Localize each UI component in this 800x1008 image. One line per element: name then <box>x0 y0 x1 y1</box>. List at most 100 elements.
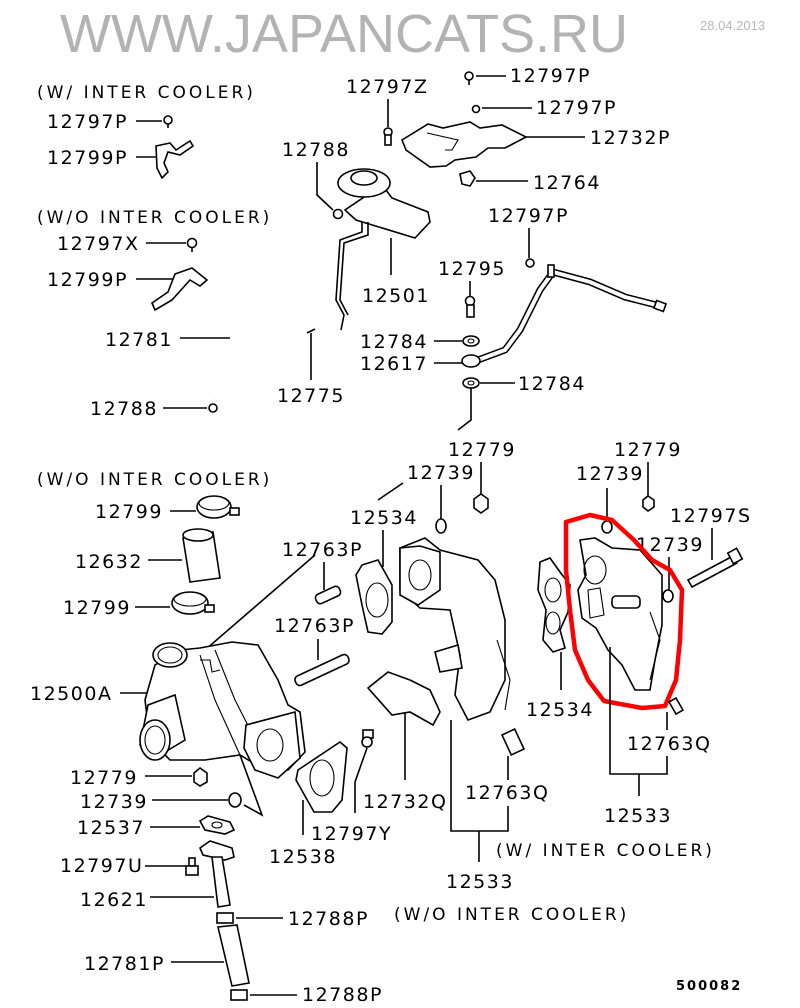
exhaust-fitting-12533-with-ic <box>577 537 663 691</box>
banjo-12617-icon <box>461 354 481 368</box>
clip-12788P-a-icon <box>216 912 234 924</box>
label-12784-a[interactable]: 12784 <box>360 331 428 353</box>
clip-12788-icon <box>208 403 218 413</box>
nut-12779-a-icon <box>473 493 489 514</box>
label-12799-b[interactable]: 12799 <box>63 597 131 619</box>
washer-12739-b-icon <box>601 520 613 534</box>
label-12534-b[interactable]: 12534 <box>526 699 594 721</box>
label-12763Q-b[interactable]: 12763Q <box>465 782 549 804</box>
label-12784-b[interactable]: 12784 <box>518 373 586 395</box>
label-12763P-a[interactable]: 12763P <box>282 539 363 561</box>
label-12795[interactable]: 12795 <box>438 258 506 280</box>
vacuum-solenoid-12501 <box>335 168 431 331</box>
label-12797P[interactable]: 12797P <box>47 111 128 133</box>
label-12788-b[interactable]: 12788 <box>90 398 158 420</box>
label-12797Y[interactable]: 12797Y <box>311 823 392 845</box>
gasket-12534-b <box>537 557 571 653</box>
note-without-intercooler-mid: (W/O INTER COOLER) <box>37 470 272 490</box>
nut-12779-c-icon <box>193 766 208 787</box>
label-12764[interactable]: 12764 <box>533 172 601 194</box>
label-12739-b[interactable]: 12739 <box>576 463 644 485</box>
label-12797S[interactable]: 12797S <box>670 505 752 527</box>
label-12781[interactable]: 12781 <box>105 329 173 351</box>
turbocharger-12500A <box>139 641 306 779</box>
watermark: WWW.JAPANCATS.RU <box>60 4 628 64</box>
washer-12784-a-icon <box>462 335 480 347</box>
label-12533-a[interactable]: 12533 <box>604 805 672 827</box>
label-12788-a[interactable]: 12788 <box>282 139 350 161</box>
label-12500A[interactable]: 12500A <box>30 683 112 705</box>
label-12732P[interactable]: 12732P <box>590 127 671 149</box>
label-12739-c[interactable]: 12739 <box>636 534 704 556</box>
label-12775[interactable]: 12775 <box>277 385 345 407</box>
bolt-12797X-icon <box>186 237 198 252</box>
label-12788P-b[interactable]: 12788P <box>302 984 383 1006</box>
bolt-12797Y-icon <box>361 729 374 748</box>
label-12538[interactable]: 12538 <box>269 846 337 868</box>
label-12537[interactable]: 12537 <box>77 817 145 839</box>
label-12739-a[interactable]: 12739 <box>407 462 475 484</box>
figure-code: 500082 <box>676 979 742 994</box>
gasket-12534-a <box>355 559 393 635</box>
label-12617[interactable]: 12617 <box>360 353 428 375</box>
bracket-12732P <box>401 121 528 168</box>
label-12799-a[interactable]: 12799 <box>95 501 163 523</box>
bracket-12799P-b-icon <box>151 267 209 312</box>
bolt-12797P-icon <box>163 115 173 128</box>
label-12763P-b[interactable]: 12763P <box>274 615 355 637</box>
stud-12763P-a-icon <box>314 585 342 605</box>
label-12788P-a[interactable]: 12788P <box>288 908 369 930</box>
exhaust-manifold-12533-wo-ic <box>399 537 511 721</box>
label-12797P-c[interactable]: 12797P <box>536 97 617 119</box>
label-12797P-b[interactable]: 12797P <box>510 65 591 87</box>
bolt-12797U-icon <box>185 857 199 876</box>
bolt-12797P-c-icon <box>471 104 481 114</box>
oil-return-pipe-12621 <box>199 840 235 908</box>
washer-12739-a-icon <box>435 518 447 534</box>
label-12779-c[interactable]: 12779 <box>70 767 138 789</box>
stud-12763P-b-icon <box>294 653 350 687</box>
bolt-12797P-d-icon <box>525 258 535 268</box>
bolt-12797P-b-icon <box>464 71 474 85</box>
stud-12763Q-b-icon <box>500 728 526 756</box>
hose-12632-icon <box>182 528 221 583</box>
label-12797P-d[interactable]: 12797P <box>488 205 569 227</box>
label-12797U[interactable]: 12797U <box>60 855 143 877</box>
date-stamp: 28.04.2013 <box>700 18 765 33</box>
label-12797Z[interactable]: 12797Z <box>346 76 428 98</box>
washer-12784-b-icon <box>462 377 480 389</box>
note-without-intercooler-top: (W/O INTER COOLER) <box>37 208 272 228</box>
label-12799P-b[interactable]: 12799P <box>47 269 128 291</box>
bolt-12797Z-icon <box>383 127 393 146</box>
label-12739-d[interactable]: 12739 <box>80 791 148 813</box>
heat-protector-12732Q <box>366 671 441 727</box>
label-12533-b[interactable]: 12533 <box>446 871 514 893</box>
bracket-12799P-icon <box>155 139 195 180</box>
label-12779-b[interactable]: 12779 <box>614 439 682 461</box>
note-with-intercooler-bottom: (W/ INTER COOLER) <box>496 841 715 861</box>
hose-clamp-12799-b-icon <box>171 591 215 615</box>
label-12632[interactable]: 12632 <box>75 551 143 573</box>
note-without-intercooler-bottom: (W/O INTER COOLER) <box>394 905 629 925</box>
label-12781P[interactable]: 12781P <box>84 953 165 975</box>
clip-12775-icon <box>306 328 316 334</box>
label-12799P[interactable]: 12799P <box>47 147 128 169</box>
stud-12763Q-a-icon <box>667 696 685 716</box>
washer-12739-c-icon <box>662 589 674 603</box>
gasket-12538 <box>295 740 348 813</box>
note-with-intercooler-top: (W/ INTER COOLER) <box>37 83 256 103</box>
label-12779-a[interactable]: 12779 <box>448 439 516 461</box>
clip-12788-a-icon <box>332 208 344 220</box>
label-12621[interactable]: 12621 <box>80 889 148 911</box>
clip-12788P-b-icon <box>230 989 248 1001</box>
gasket-12537-icon <box>198 815 236 835</box>
label-12732Q[interactable]: 12732Q <box>363 791 447 813</box>
label-12763Q-a[interactable]: 12763Q <box>627 733 711 755</box>
bolt-12797S-icon <box>686 547 744 589</box>
label-12797X[interactable]: 12797X <box>57 233 139 255</box>
nut-12779-b-icon <box>642 495 655 512</box>
label-12534-a[interactable]: 12534 <box>350 507 418 529</box>
hose-clamp-12799-a-icon <box>196 495 240 519</box>
label-12501[interactable]: 12501 <box>362 285 430 307</box>
